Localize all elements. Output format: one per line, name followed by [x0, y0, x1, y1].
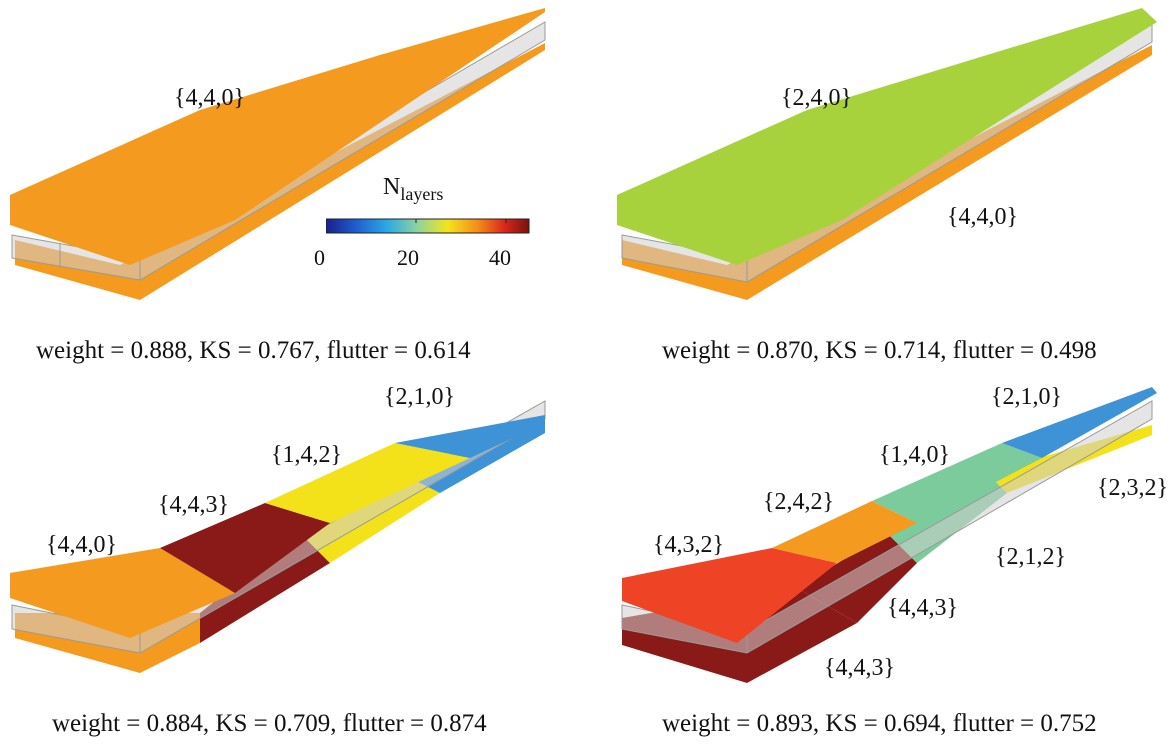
colorbar-tick: 0 [314, 245, 325, 270]
wing-panel-4: {2,1,0} {1,4,0} {2,3,2} {2,4,2} {4,3,2} … [587, 373, 1174, 745]
upper-skin [10, 8, 545, 265]
upper-skin-root [10, 548, 235, 638]
metrics-caption: weight = 0.893, KS = 0.694, flutter = 0.… [662, 710, 1097, 737]
metrics-caption: weight = 0.888, KS = 0.767, flutter = 0.… [36, 337, 471, 364]
upper-skin-seg2 [772, 501, 917, 563]
colorbar-tick: 20 [397, 245, 419, 270]
layer-label: {4,4,0} [174, 85, 246, 111]
layer-label: {1,4,0} [879, 442, 951, 468]
wing-drawing-1 [10, 8, 546, 300]
lower-skin [15, 43, 545, 300]
layer-label: {4,4,3} [158, 492, 230, 518]
wing-drawing-2 [617, 8, 1157, 300]
wing-panel-3: {2,1,0} {1,4,2} {4,4,3} {4,4,0} weight =… [0, 373, 587, 745]
colorbar-tick: 40 [489, 245, 511, 270]
layer-label: {4,4,0} [46, 532, 118, 558]
upper-skin-seg2 [160, 503, 330, 593]
layer-label: {2,3,2} [1097, 475, 1169, 501]
colorbar-title: Nlayers [383, 174, 444, 204]
layer-label: {4,4,3} [824, 655, 896, 681]
lower-skin [622, 45, 1152, 300]
layer-label: {2,4,0} [781, 85, 853, 111]
wing-panel-1: {4,4,0} Nlayers 0 20 40 weight = 0.888, … [0, 0, 587, 372]
upper-skin-tip [1002, 387, 1157, 458]
layer-label: {2,1,0} [991, 384, 1063, 410]
upper-skin-root [622, 548, 837, 643]
upper-skin-seg3 [265, 443, 470, 523]
upper-skin-seg3 [872, 443, 1042, 523]
layer-label: {2,1,2} [995, 544, 1067, 570]
metrics-caption: weight = 0.884, KS = 0.709, flutter = 0.… [52, 710, 487, 737]
layer-label: {2,4,2} [763, 489, 835, 515]
wing-drawing-3 [10, 400, 546, 673]
layer-label: {2,1,0} [384, 384, 456, 410]
layer-label: {1,4,2} [271, 442, 343, 468]
colorbar [326, 218, 530, 234]
wing-panel-2: {2,4,0} {4,4,0} weight = 0.870, KS = 0.7… [587, 0, 1174, 372]
wing-drawing-4 [621, 387, 1157, 683]
upper-skin-tip [395, 415, 545, 458]
metrics-caption: weight = 0.870, KS = 0.714, flutter = 0.… [662, 337, 1097, 364]
layer-label: {4,4,0} [947, 204, 1019, 230]
layer-label: {4,3,2} [653, 532, 725, 558]
upper-skin [617, 8, 1157, 265]
layer-label: {4,4,3} [887, 595, 959, 621]
